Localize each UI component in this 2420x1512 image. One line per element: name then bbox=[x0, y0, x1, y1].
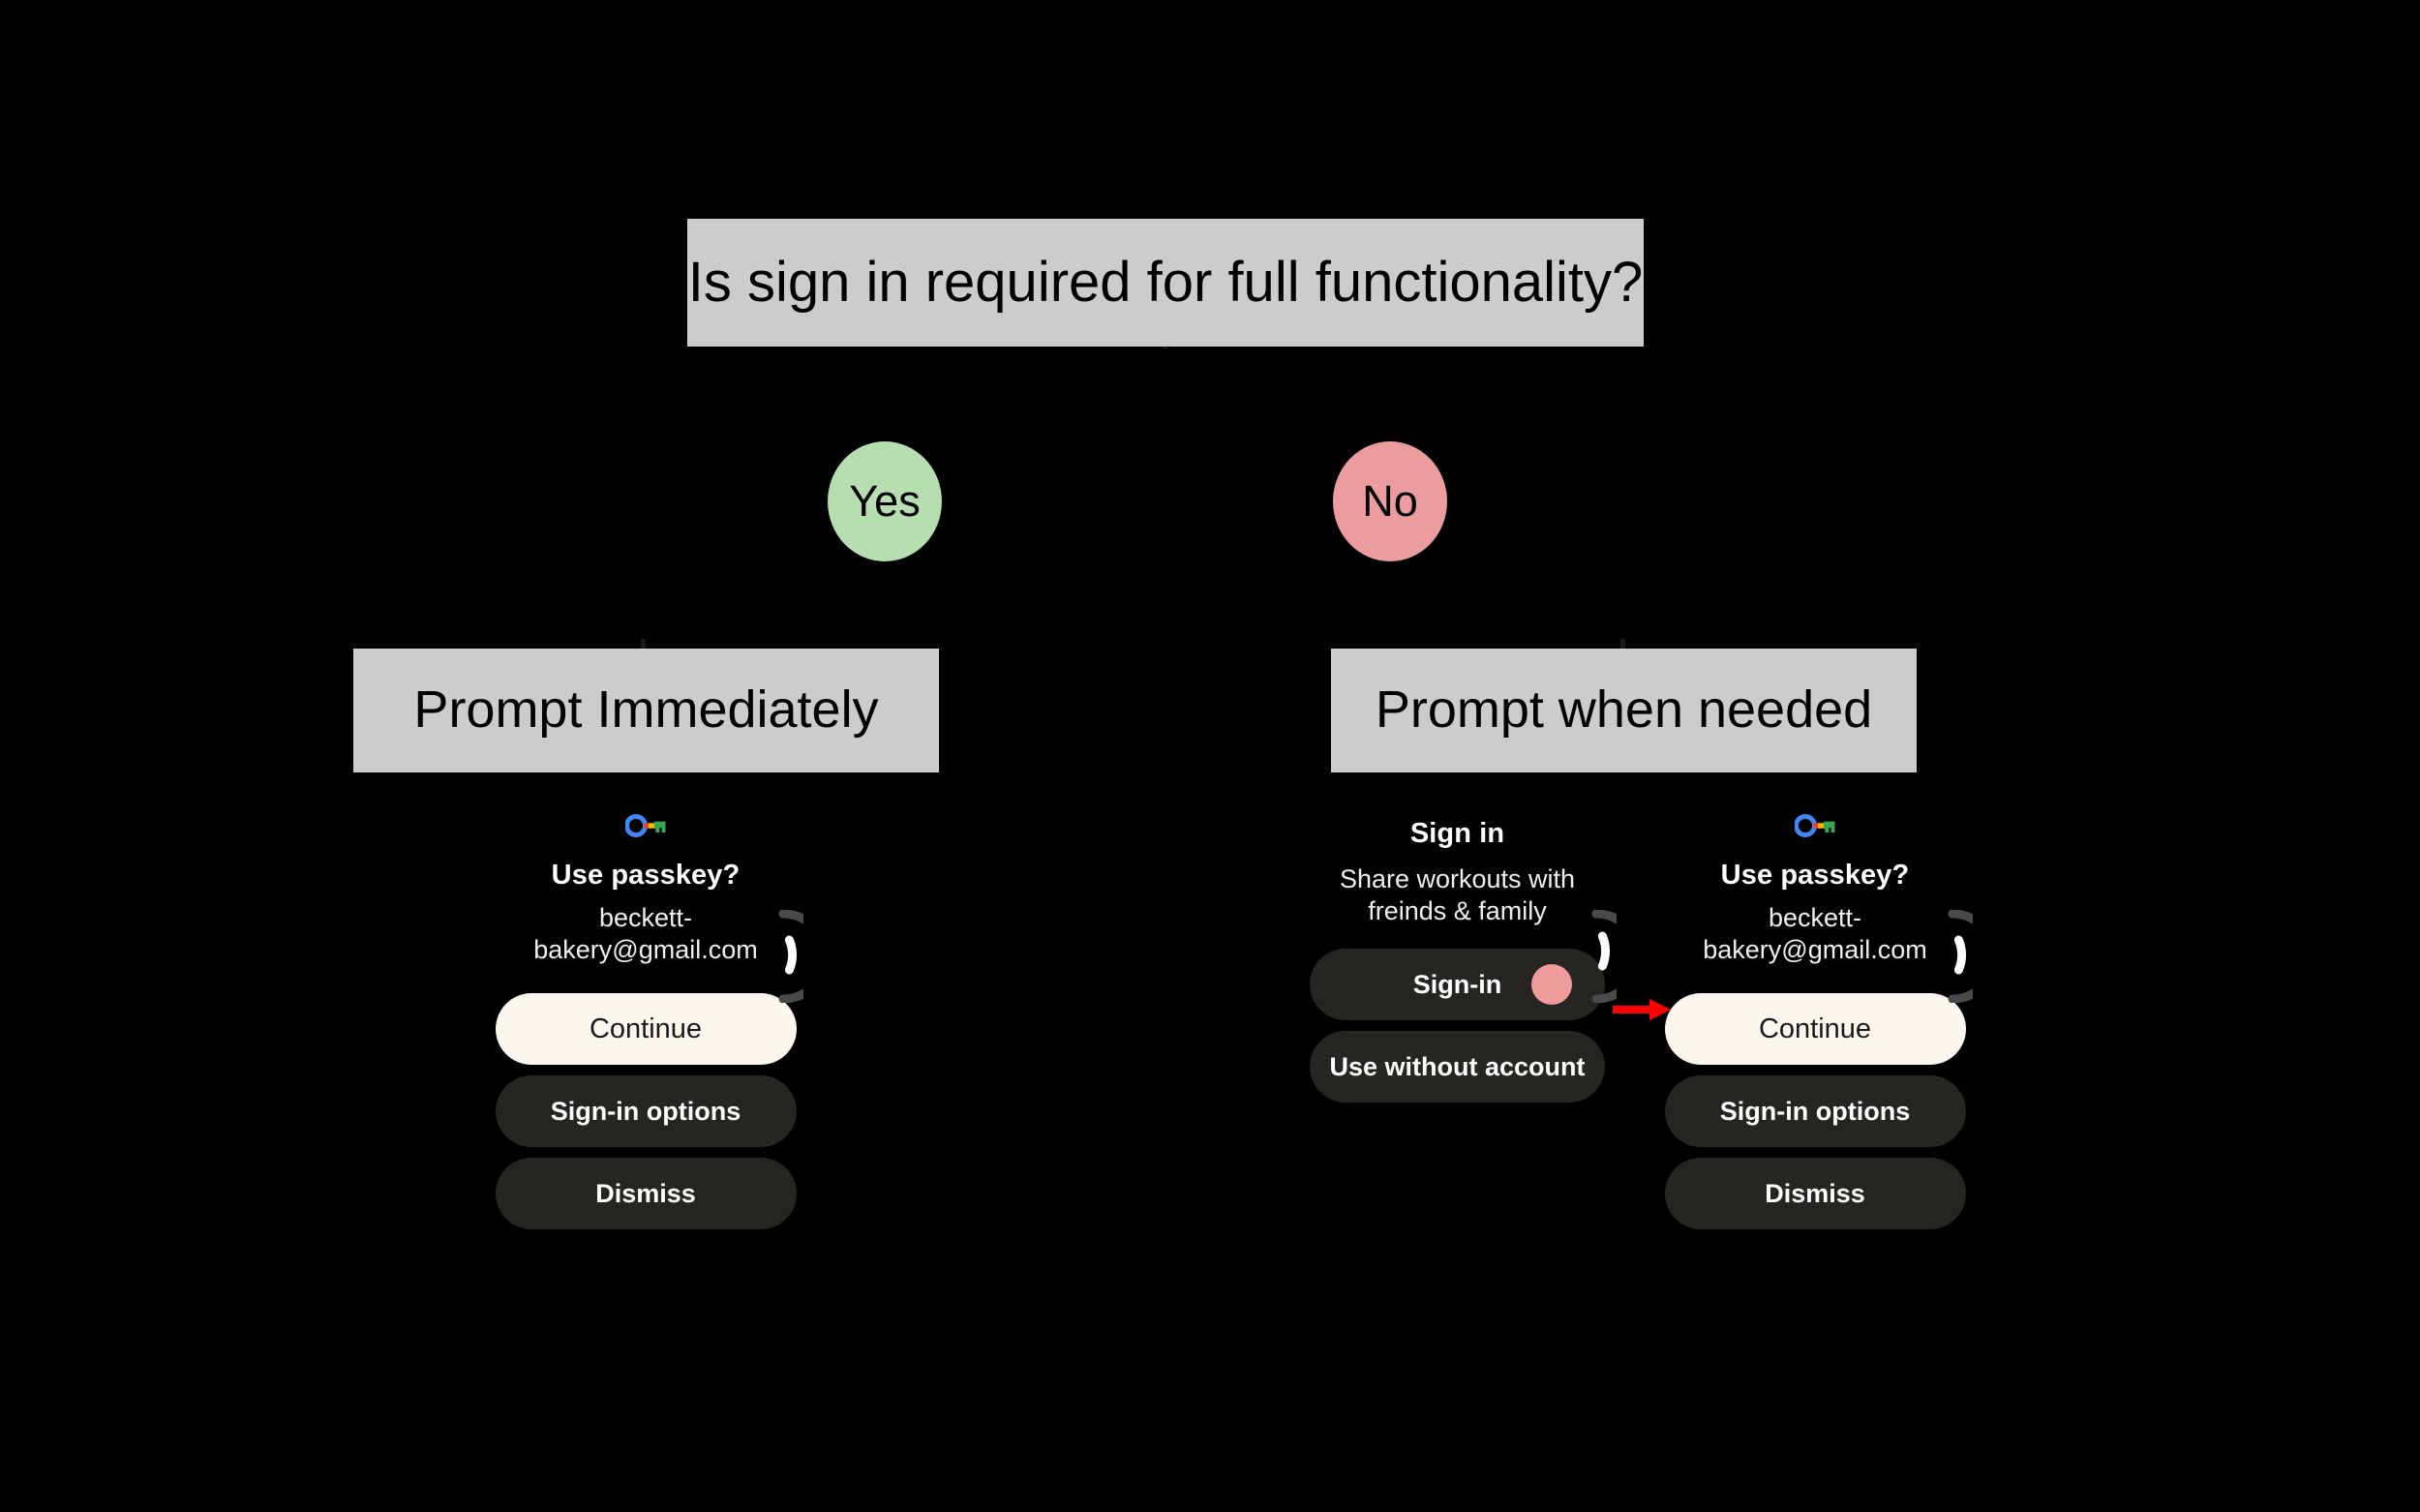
branch-label-no: No bbox=[1362, 476, 1418, 526]
scroll-indicator-right[interactable] bbox=[1944, 909, 2000, 1004]
outcome-box-prompt-immediately: Prompt Immediately bbox=[353, 649, 939, 772]
branch-circle-yes: Yes bbox=[828, 441, 942, 561]
branch-label-yes: Yes bbox=[849, 476, 921, 526]
decision-title-text: Is sign in required for full functionali… bbox=[687, 251, 1644, 315]
passkey-account-left: beckett-bakery@gmail.com bbox=[533, 903, 758, 965]
decision-title-box: Is sign in required for full functionali… bbox=[687, 219, 1644, 347]
use-without-account-button[interactable]: Use without account bbox=[1310, 1031, 1605, 1104]
continue-button-left[interactable]: Continue bbox=[495, 993, 797, 1066]
sign-in-button[interactable]: Sign-in bbox=[1310, 949, 1605, 1021]
google-passkey-icon bbox=[1794, 813, 1835, 838]
red-flow-arrow bbox=[1613, 995, 1671, 1029]
scroll-indicator-left[interactable] bbox=[774, 909, 831, 1004]
passkey-account-right: beckett-bakery@gmail.com bbox=[1703, 903, 1927, 965]
signin-subtitle: Share workouts with freinds & family bbox=[1339, 864, 1576, 926]
branch-circle-no: No bbox=[1333, 441, 1447, 561]
google-passkey-icon bbox=[624, 813, 666, 838]
outcome-box-prompt-when-needed: Prompt when needed bbox=[1331, 649, 1917, 772]
continue-button-right[interactable]: Continue bbox=[1664, 993, 1966, 1066]
dismiss-button-left[interactable]: Dismiss bbox=[495, 1158, 797, 1230]
outcome-label-right: Prompt when needed bbox=[1375, 680, 1873, 740]
passkey-title-right: Use passkey? bbox=[1720, 860, 1910, 891]
signin-dialog: Sign in Share workouts with freinds & fa… bbox=[1310, 818, 1605, 1104]
signin-title: Sign in bbox=[1409, 818, 1505, 849]
dismiss-button-right[interactable]: Dismiss bbox=[1664, 1158, 1966, 1230]
touch-indicator-dot bbox=[1531, 964, 1572, 1006]
passkey-dialog-left: Use passkey? beckett-bakery@gmail.com Co… bbox=[492, 813, 800, 1230]
sign-in-options-button-left[interactable]: Sign-in options bbox=[495, 1075, 797, 1148]
passkey-title-left: Use passkey? bbox=[551, 860, 741, 891]
passkey-dialog-right: Use passkey? beckett-bakery@gmail.com Co… bbox=[1661, 813, 1969, 1230]
outcome-label-left: Prompt Immediately bbox=[413, 680, 879, 740]
sign-in-button-label: Sign-in bbox=[1412, 970, 1502, 1000]
sign-in-options-button-right[interactable]: Sign-in options bbox=[1664, 1075, 1966, 1148]
scroll-indicator-middle[interactable] bbox=[1588, 909, 1644, 1004]
